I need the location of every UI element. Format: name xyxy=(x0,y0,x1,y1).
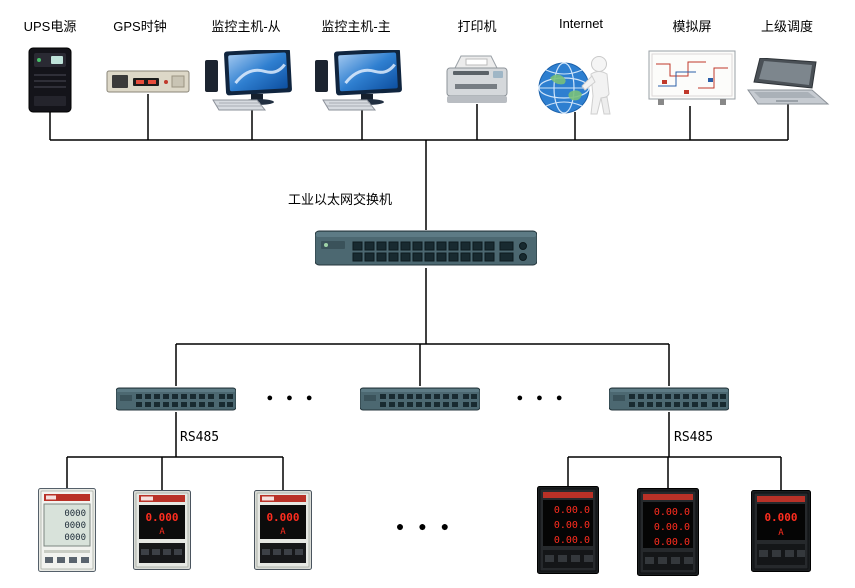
meter-3: 0.000 A xyxy=(254,490,312,575)
rs485-label-left: RS485 xyxy=(180,430,220,445)
power-meter-led-icon: 0.00.0 0.00.0 0.00.0 xyxy=(637,488,699,576)
svg-text:0.00.0: 0.00.0 xyxy=(554,505,590,516)
label-internet: Internet xyxy=(558,16,604,31)
svg-text:0.00.0: 0.00.0 xyxy=(654,522,690,533)
meter-4: 0.00.0 0.00.0 0.00.0 xyxy=(537,486,599,579)
power-meter-led-icon: 0.000 A xyxy=(254,490,312,570)
printer-icon xyxy=(446,55,508,103)
svg-text:A: A xyxy=(280,527,286,537)
meter-6: 0.000 A xyxy=(751,490,811,577)
svg-text:0.00.0: 0.00.0 xyxy=(654,537,690,548)
power-meter-lcd-icon: 0000 0000 0000 xyxy=(38,488,96,572)
device-internet xyxy=(536,52,618,121)
ethernet-switch-icon xyxy=(608,387,730,411)
label-printer: 打印机 xyxy=(457,19,497,34)
ups-icon xyxy=(28,47,72,113)
power-meter-led-icon: 0.000 A xyxy=(751,490,811,572)
svg-text:0.00.0: 0.00.0 xyxy=(654,507,690,518)
workstation-icon xyxy=(315,48,402,111)
svg-text:0000: 0000 xyxy=(64,521,86,531)
svg-text:0.000: 0.000 xyxy=(266,511,299,524)
gps-clock-icon xyxy=(106,70,190,93)
sub-switch-1 xyxy=(115,386,237,417)
meter-2: 0.000 A xyxy=(133,490,191,575)
main-switch xyxy=(314,228,538,273)
label-monitor-host-master: 监控主机-主 xyxy=(321,19,391,34)
power-meter-led-icon: 0.00.0 0.00.0 0.00.0 xyxy=(537,486,599,574)
device-laptop xyxy=(746,57,830,113)
ethernet-switch-icon xyxy=(115,387,237,411)
svg-text:0.00.0: 0.00.0 xyxy=(554,535,590,546)
internet-globe-icon xyxy=(538,56,611,115)
svg-text:0000: 0000 xyxy=(64,509,86,519)
meter-row-ellipsis: ● ● ● xyxy=(395,518,455,534)
switch-row-ellipsis-left: ● ● ● xyxy=(266,392,318,404)
svg-text:A: A xyxy=(778,528,784,538)
mimic-panel-icon xyxy=(648,50,736,105)
power-meter-led-icon: 0.000 A xyxy=(133,490,191,570)
label-ups: UPS电源 xyxy=(23,19,77,34)
ethernet-switch-icon xyxy=(314,230,538,266)
label-monitor-host-slave: 监控主机-从 xyxy=(211,19,281,34)
meter-5: 0.00.0 0.00.0 0.00.0 xyxy=(637,488,699,581)
device-workstation-slave xyxy=(205,48,300,117)
svg-text:0.00.0: 0.00.0 xyxy=(554,520,590,531)
label-mimic-panel: 模拟屏 xyxy=(672,19,712,34)
svg-text:0.000: 0.000 xyxy=(145,511,178,524)
label-gps-clock: GPS时钟 xyxy=(113,19,167,34)
meter-1: 0000 0000 0000 xyxy=(38,488,96,577)
ethernet-switch-icon xyxy=(359,387,481,411)
rs485-label-right: RS485 xyxy=(674,430,714,445)
svg-text:0000: 0000 xyxy=(64,533,86,543)
main-switch-label: 工业以太网交换机 xyxy=(288,192,393,207)
switch-row-ellipsis-right: ● ● ● xyxy=(516,392,568,404)
device-gps-clock xyxy=(106,70,190,99)
label-dispatch: 上级调度 xyxy=(760,19,813,34)
device-printer xyxy=(445,54,509,111)
sub-switch-2 xyxy=(359,386,481,417)
device-mimic-panel xyxy=(648,50,736,111)
svg-text:A: A xyxy=(159,527,165,537)
workstation-icon xyxy=(205,48,292,111)
device-workstation-master xyxy=(315,48,410,117)
svg-text:0.000: 0.000 xyxy=(764,511,797,524)
device-ups xyxy=(27,46,73,119)
laptop-icon xyxy=(747,57,830,105)
sub-switch-3 xyxy=(608,386,730,417)
